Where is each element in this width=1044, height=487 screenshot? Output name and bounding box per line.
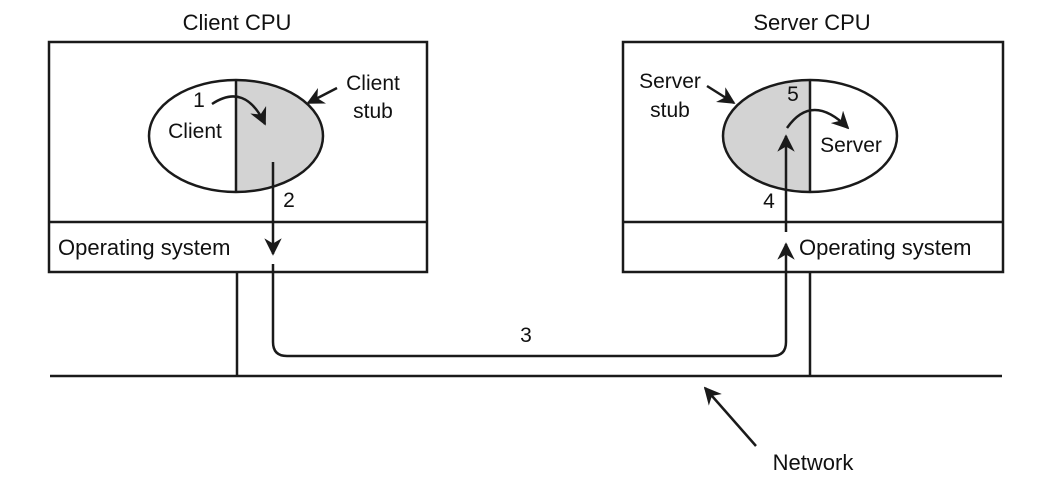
step-1-arrow [211,95,267,126]
step-1-label: 1 [193,89,205,112]
client-cpu-title: Client CPU [183,10,292,35]
network-label: Network [773,450,855,475]
step-3-arrow [271,242,795,358]
server-stub-area [723,80,810,192]
step-5-label: 5 [787,83,799,106]
server-stub-label-line1: Server [639,70,701,93]
client-cpu-box [47,40,429,274]
client-os-label: Operating system [58,235,230,260]
network-pointer [703,386,757,447]
server-cpu-box [621,40,1005,274]
client-program-label: Client [168,120,222,143]
client-stub-area [236,80,323,192]
server-stub-pointer [706,84,736,105]
server-cpu-title: Server CPU [753,10,870,35]
server-stub-label-line2: stub [650,99,690,122]
client-stub-label-line2: stub [353,100,393,123]
step-4-label: 4 [763,190,775,213]
step-3-label: 3 [520,324,532,347]
step-5-arrow [785,108,850,130]
client-stub-label-line1: Client [346,72,400,95]
server-program-label: Server [820,134,882,157]
step-2-label: 2 [283,189,295,212]
client-stub-pointer [306,86,338,105]
server-os-label: Operating system [799,235,971,260]
